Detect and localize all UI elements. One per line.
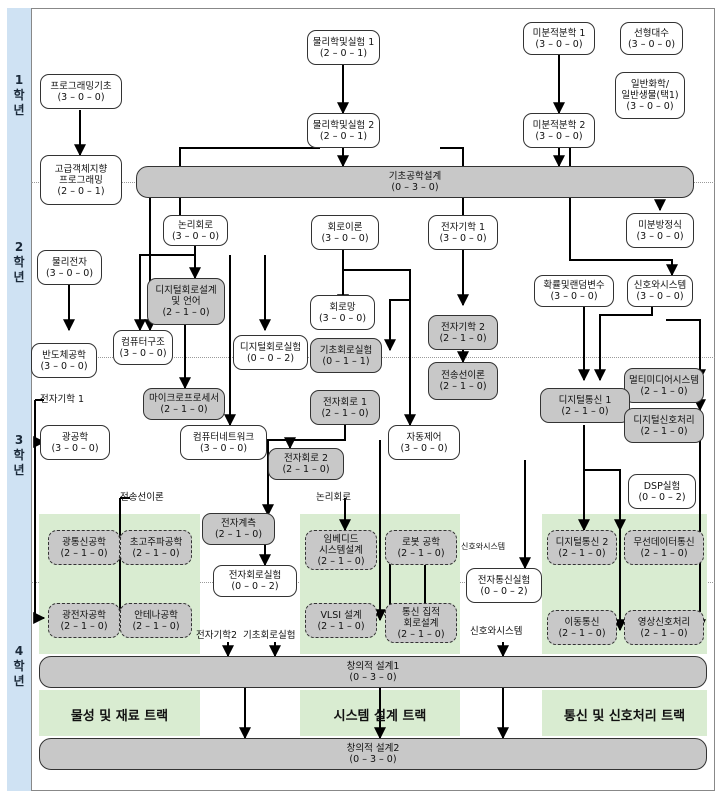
course-calculus2: 미분적분학 2 (3 – 0 – 0) — [523, 113, 595, 148]
course-auto-control: 자동제어 (3 – 0 – 0) — [388, 425, 460, 460]
course-comm-lab: 전자통신실험 (0 – 0 – 2) — [466, 568, 542, 603]
year-3-label: 3 학 년 — [13, 433, 25, 477]
arrow — [342, 250, 416, 427]
label-prereq-basic-circuit-lab: 기초회로실험 — [243, 630, 296, 641]
course-chem-bio: 일반화학/ 일반생물(택1) (3 – 0 – 0) — [615, 72, 685, 119]
label-prereq-signals: 신호와시스템 — [470, 626, 523, 637]
course-digital-design: 디지털회로설계 및 언어 (2 – 1 – 0) — [147, 278, 225, 325]
course-calculus1: 미분적분학 1 (3 – 0 – 0) — [523, 22, 595, 55]
course-comm-ic: 통신 집적 회로설계 (2 – 1 – 0) — [385, 603, 457, 643]
label-prereq-transmission: 전송선이론 — [120, 492, 164, 503]
course-digital-comm1: 디지털통신 1 (2 – 1 – 0) — [540, 388, 630, 423]
arrow — [594, 305, 653, 382]
course-robot: 로봇 공학 (2 – 1 – 0) — [385, 530, 457, 565]
course-creative2: 창의적 설계2 (0 – 3 – 0) — [39, 738, 707, 770]
label-prereq-electronics2: 전자기학2 — [196, 630, 238, 641]
course-electronic-circuit1: 전자회로 1 (2 – 1 – 0) — [310, 390, 380, 425]
course-basic-circuit-lab: 기초회로실험 (0 – 1 – 1) — [310, 338, 382, 373]
track-comm: 통신 및 신호처리 트랙 — [563, 709, 686, 724]
track-materials: 물성 및 재료 트랙 — [70, 709, 169, 724]
course-prog-basics: 프로그래밍기초 (3 – 0 – 0) — [40, 74, 122, 109]
diagram-frame — [31, 8, 715, 791]
course-circuit-net: 회로망 (3 – 0 – 0) — [310, 295, 375, 330]
track-label-bg-materials — [39, 690, 200, 736]
course-diff-eq: 미분방정식 (3 – 0 – 0) — [626, 213, 694, 248]
track-system: 시스템 설계 트랙 — [333, 709, 427, 724]
course-electronic-circuit2: 전자회로 2 (2 – 1 – 0) — [268, 448, 344, 480]
year-2-label: 2 학 년 — [13, 240, 25, 284]
course-vlsi: VLSI 설계 (2 – 1 – 0) — [305, 603, 377, 638]
course-image-signal: 영상신호처리 (2 – 1 – 0) — [624, 610, 704, 645]
course-digital-comm2: 디지털통신 2 (2 – 1 – 0) — [547, 530, 617, 565]
course-optoelectronics: 광통신공학 (2 – 1 – 0) — [48, 530, 120, 565]
course-oop: 고급객체지향 프로그래밍 (2 – 0 – 1) — [40, 155, 122, 205]
arrow — [584, 469, 626, 532]
course-linear-algebra: 선형대수 (3 – 0 – 0) — [620, 22, 683, 55]
course-physics1: 물리학및실험 1 (2 – 0 – 1) — [307, 30, 380, 65]
course-digital-lab: 디지털회로실험 (0 – 0 – 2) — [233, 335, 308, 370]
course-electronic-circuit-lab: 전자회로실험 (0 – 0 – 2) — [213, 565, 297, 597]
track-label-bg-comm — [542, 690, 707, 736]
arrow — [134, 254, 195, 332]
year-1-label: 1 학 년 — [13, 73, 25, 117]
course-eng-design: 기초공학설계 (0 – 3 – 0) — [136, 166, 694, 198]
course-wireless-data: 무선데이터통신 (2 – 1 – 0) — [624, 530, 704, 565]
label-prereq-electronics1: 전자기학 1 — [40, 394, 85, 405]
course-electronics1: 전자기학 1 (3 – 0 – 0) — [428, 215, 498, 250]
course-semiconductor: 반도체공학 (3 – 0 – 0) — [31, 343, 97, 378]
course-antenna: 안테나공학 (2 – 1 – 0) — [120, 603, 192, 638]
arrow — [262, 439, 345, 517]
course-microwave: 초고주파공학 (2 – 1 – 0) — [120, 530, 192, 565]
course-physics2: 물리학및실험 2 (2 – 0 – 1) — [307, 113, 380, 148]
course-electronic-meas: 전자계측 (2 – 1 – 0) — [202, 513, 275, 545]
label-prereq-logic: 논리회로 — [316, 492, 351, 503]
course-circuit-theory: 회로이론 (3 – 0 – 0) — [311, 215, 379, 250]
course-comp-arch: 컴퓨터구조 (3 – 0 – 0) — [113, 330, 173, 365]
label-prereq-signals-small: 신호와시스템 — [461, 542, 506, 551]
course-opto-device: 광전자공학 (2 – 1 – 0) — [48, 603, 120, 638]
course-electronics2: 전자기학 2 (2 – 1 – 0) — [428, 315, 498, 350]
course-comp-network: 컴퓨터네트워크 (3 – 0 – 0) — [180, 425, 267, 460]
course-dsp-lab: DSP실험 (0 – 0 – 2) — [628, 474, 696, 509]
course-mobile-comm: 이동통신 (2 – 1 – 0) — [547, 610, 617, 645]
arrow — [569, 148, 678, 277]
course-transmission: 전송선이론 (2 – 1 – 0) — [428, 362, 498, 400]
course-creative1: 창의적 설계1 (0 – 3 – 0) — [39, 656, 707, 688]
course-logic: 논리회로 (3 – 0 – 0) — [163, 215, 228, 246]
arrow — [384, 299, 410, 352]
course-dsp: 디지털신호처리 (2 – 1 – 0) — [624, 408, 704, 443]
course-multimedia: 멀티미디어시스템 (2 – 1 – 0) — [624, 368, 704, 403]
year-4-label: 4 학 년 — [13, 644, 25, 688]
arrow — [666, 319, 706, 382]
course-optics: 광공학 (3 – 0 – 0) — [40, 425, 110, 460]
course-microprocessor: 마이크로프로세서 (2 – 1 – 0) — [143, 388, 225, 420]
course-embedded: 임베디드 시스템설계 (2 – 1 – 0) — [305, 530, 377, 570]
course-phys-electronics: 물리전자 (3 – 0 – 0) — [37, 250, 102, 285]
course-signals: 신호와시스템 (3 – 0 – 0) — [627, 275, 693, 307]
course-prob-random: 확률및랜덤변수 (3 – 0 – 0) — [534, 275, 614, 307]
arrow — [33, 400, 46, 624]
